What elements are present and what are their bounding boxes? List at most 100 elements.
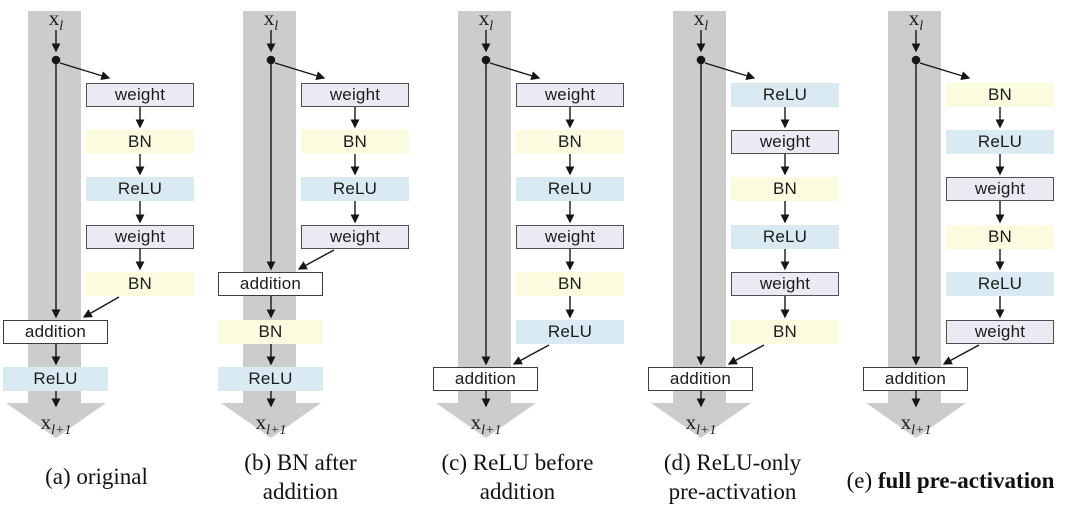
input-subscript: l [489,19,494,35]
merge-arrow [727,344,765,365]
weight-box: weight [731,130,839,154]
split-dot [481,55,491,65]
caption-line: (a) original [0,462,204,491]
bn-box: BN [946,83,1054,107]
split-dot [696,55,706,65]
panel-connectors [436,11,575,438]
bn-box: BN [86,130,194,154]
input-subscript: l [919,19,924,35]
shortcut-band [888,11,941,403]
panel-caption: (e) full pre-activation [843,466,1058,495]
weight-box: weight [301,225,409,249]
caption-line: (d) ReLU-only [625,448,840,477]
input-label: xl [48,6,64,35]
output-label: xl+1 [685,410,717,439]
addition-box: addition [3,320,108,344]
weight-box: weight [731,272,839,296]
split-dot [266,55,276,65]
merge-arrow [512,344,550,365]
addition-box: addition [433,367,538,391]
output-subscript: l+1 [481,423,502,439]
input-label: xl [693,6,709,35]
input-subscript: l [274,19,279,35]
shortcut-arrowhead [436,403,536,438]
shortcut-band [458,11,511,403]
caption-line: pre-activation [625,477,840,506]
input-subscript: l [59,19,64,35]
caption-segment: full pre-activation [877,468,1055,493]
caption-line: addition [193,477,408,506]
shortcut-arrowhead [6,403,106,438]
addition-box: addition [218,272,323,296]
relu-box: ReLU [731,225,839,249]
relu-box: ReLU [516,320,624,344]
shortcut-band [28,11,81,403]
output-label: xl+1 [40,410,72,439]
branch-split-arrow [489,62,541,81]
addition-box: addition [648,367,753,391]
input-label: xl [263,6,279,35]
bn-box: BN [516,272,624,296]
output-subscript: l+1 [911,423,932,439]
caption-line: (c) ReLU before [410,448,625,477]
output-subscript: l+1 [266,423,287,439]
panel-caption: (c) ReLU before addition [410,448,625,506]
bn-box: BN [218,320,323,344]
shortcut-band [673,11,726,403]
weight-box: weight [946,320,1054,344]
shortcut-arrowhead [651,403,751,438]
merge-arrow [297,249,335,270]
bn-box: BN [516,130,624,154]
panel-caption: (a) original [0,462,204,491]
bn-box: BN [731,320,839,344]
relu-box: ReLU [516,177,624,201]
bn-box: BN [86,272,194,296]
relu-box: ReLU [218,367,323,391]
relu-box: ReLU [946,272,1054,296]
relu-box: ReLU [86,177,194,201]
branch-split-arrow [919,62,971,81]
weight-box: weight [516,83,624,107]
panel-connectors [651,11,790,438]
merge-arrow [82,296,120,318]
shortcut-band [243,11,296,403]
caption-segment: (b) BN after [244,450,357,475]
branch-split-arrow [274,62,326,81]
weight-box: weight [516,225,624,249]
output-subscript: l+1 [696,423,717,439]
relu-box: ReLU [731,83,839,107]
shortcut-arrowhead [866,403,966,438]
input-label: xl [478,6,494,35]
relu-box: ReLU [301,177,409,201]
caption-segment: addition [479,479,556,504]
caption-segment: (c) ReLU before [441,450,594,475]
branch-split-arrow [704,62,756,81]
caption-segment: (e) [846,468,878,493]
relu-box: ReLU [3,367,108,391]
output-label: xl+1 [470,410,502,439]
caption-segment: addition [262,479,339,504]
input-subscript: l [704,19,709,35]
weight-box: weight [946,177,1054,201]
relu-box: ReLU [946,130,1054,154]
weight-box: weight [86,83,194,107]
bn-box: BN [301,130,409,154]
bn-box: BN [946,225,1054,249]
addition-box: addition [863,367,968,391]
caption-segment: pre-activation [668,479,797,504]
weight-box: weight [301,83,409,107]
input-label: xl [908,6,924,35]
split-dot [911,55,921,65]
caption-line: addition [410,477,625,506]
shortcut-arrowhead [221,403,321,438]
merge-arrow [942,344,980,365]
caption-line: (e) full pre-activation [843,466,1058,495]
caption-line: (b) BN after [193,448,408,477]
